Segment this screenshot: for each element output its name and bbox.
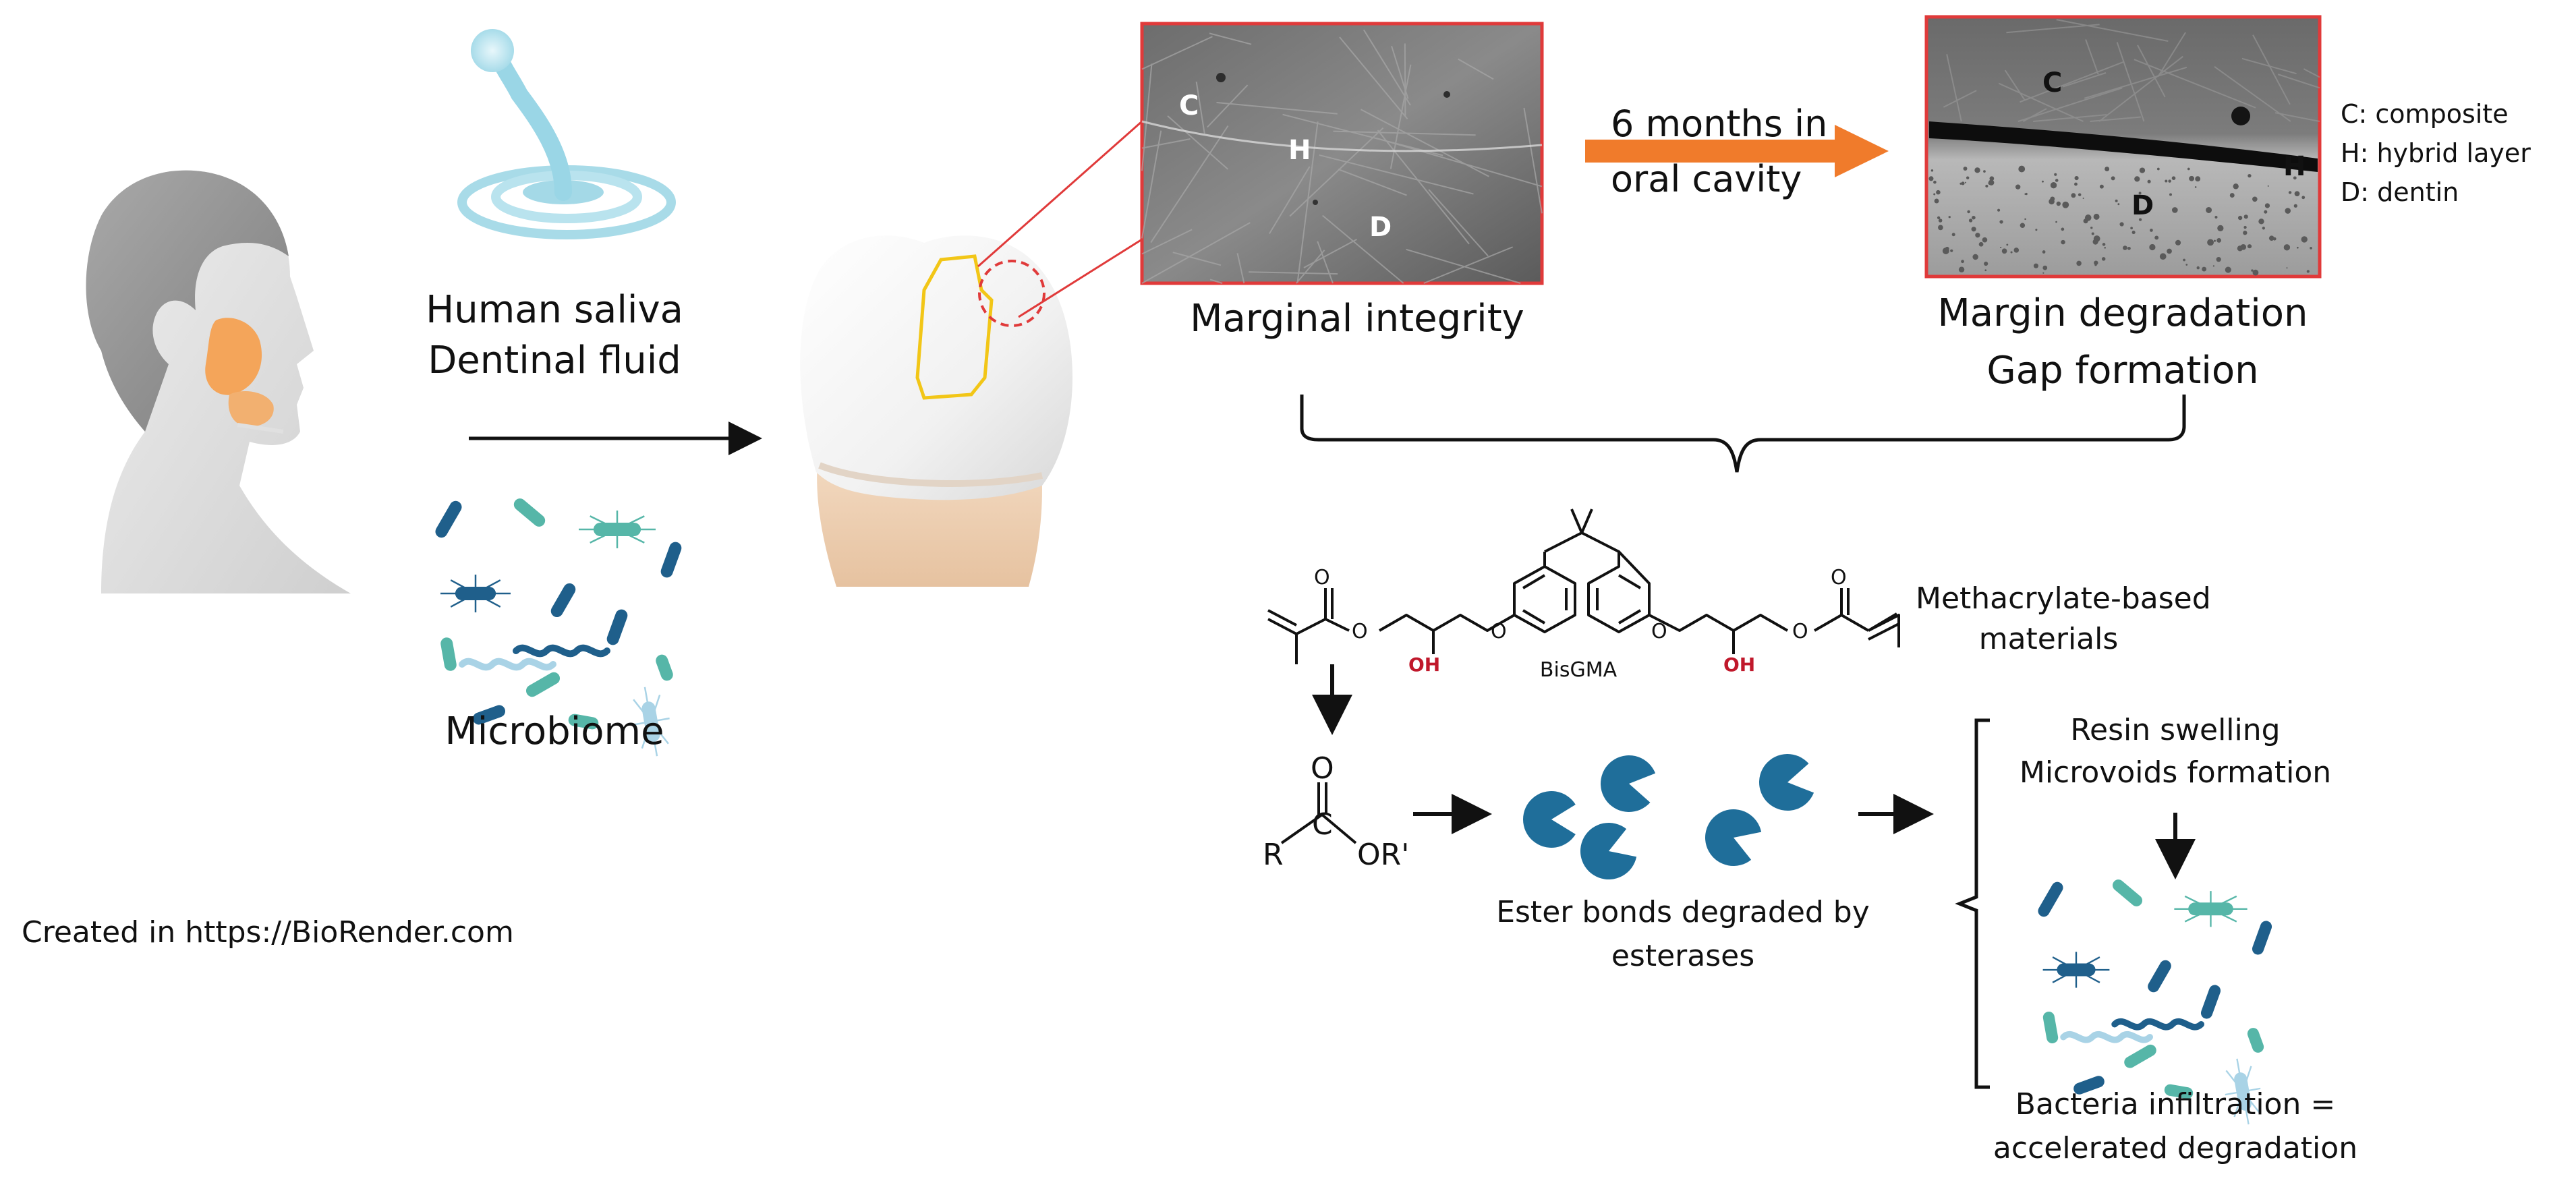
saliva-drop-icon bbox=[457, 29, 676, 239]
bisgma-o-ester-right: O bbox=[1792, 620, 1808, 643]
time-label-line1: 6 months in bbox=[1611, 103, 1828, 145]
ester-c: C bbox=[1312, 807, 1333, 842]
ester-or: OR' bbox=[1357, 838, 1410, 872]
key-dentin: D: dentin bbox=[2341, 177, 2459, 207]
bisgma-structure bbox=[1267, 509, 1900, 664]
sem-margin-degradation-image bbox=[1924, 15, 2322, 279]
ester-structure bbox=[1280, 782, 1357, 844]
ester-r: R bbox=[1263, 838, 1284, 872]
sem1-letter-c: C bbox=[1179, 90, 1199, 121]
sem1-letter-h: H bbox=[1288, 135, 1311, 166]
time-label-line2: oral cavity bbox=[1611, 158, 1802, 200]
gap-formation-caption: Gap formation bbox=[1986, 349, 2259, 393]
bisgma-o-ether-left: O bbox=[1491, 620, 1507, 643]
key-hybrid-layer: H: hybrid layer bbox=[2341, 138, 2531, 168]
bisgma-o-ether-right: O bbox=[1651, 620, 1667, 643]
key-composite: C: composite bbox=[2341, 99, 2509, 129]
bisgma-o-left: O bbox=[1314, 566, 1330, 589]
tooth-icon bbox=[800, 235, 1072, 587]
materials-label: materials bbox=[1978, 622, 2119, 656]
human-head-icon bbox=[86, 170, 351, 593]
sem1-letter-d: D bbox=[1369, 212, 1392, 243]
esterase-enzyme-icon bbox=[1523, 754, 1814, 879]
resin-swelling-label: Resin swelling bbox=[2070, 713, 2281, 747]
bisgma-name: BisGMA bbox=[1539, 658, 1618, 682]
zoom-line-top bbox=[977, 120, 1143, 268]
zoom-line-bottom bbox=[1018, 238, 1143, 318]
microvoids-label: Microvoids formation bbox=[2019, 755, 2332, 790]
microbiome-label: Microbiome bbox=[445, 709, 664, 753]
sem2-letter-c: C bbox=[2042, 67, 2063, 98]
biorender-credit: Created in https://BioRender.com bbox=[22, 915, 514, 950]
bisgma-oh-right: OH bbox=[1723, 654, 1756, 676]
ester-o: O bbox=[1311, 751, 1334, 786]
sem2-letter-d: D bbox=[2131, 190, 2154, 221]
grouping-brace bbox=[1300, 395, 2186, 473]
microbiome-bacteria-icon bbox=[435, 498, 682, 757]
bacteria-infiltration-label: Bacteria infiltration = bbox=[2015, 1087, 2336, 1122]
esterase-label-line2: esterases bbox=[1611, 939, 1755, 973]
methacrylate-label: Methacrylate-based bbox=[1916, 581, 2211, 616]
dentinal-fluid-label: Dentinal fluid bbox=[428, 339, 681, 382]
orange-time-arrow bbox=[1585, 125, 1889, 177]
infiltrating-bacteria-icon bbox=[2038, 879, 2272, 1125]
bisgma-oh-left: OH bbox=[1408, 654, 1441, 676]
accelerated-degradation-label: accelerated degradation bbox=[1993, 1131, 2358, 1165]
margin-degradation-caption: Margin degradation bbox=[1937, 291, 2308, 335]
sem2-letter-h: H bbox=[2283, 151, 2306, 182]
sem-marginal-integrity-image bbox=[1140, 22, 1544, 285]
bisgma-o-right: O bbox=[1831, 566, 1847, 589]
saliva-label: Human saliva bbox=[426, 288, 683, 332]
marginal-integrity-caption: Marginal integrity bbox=[1190, 297, 1524, 341]
result-bracket bbox=[1955, 718, 1990, 1089]
bisgma-o-ester-left: O bbox=[1352, 620, 1368, 643]
esterase-label-line1: Ester bonds degraded by bbox=[1496, 895, 1870, 929]
